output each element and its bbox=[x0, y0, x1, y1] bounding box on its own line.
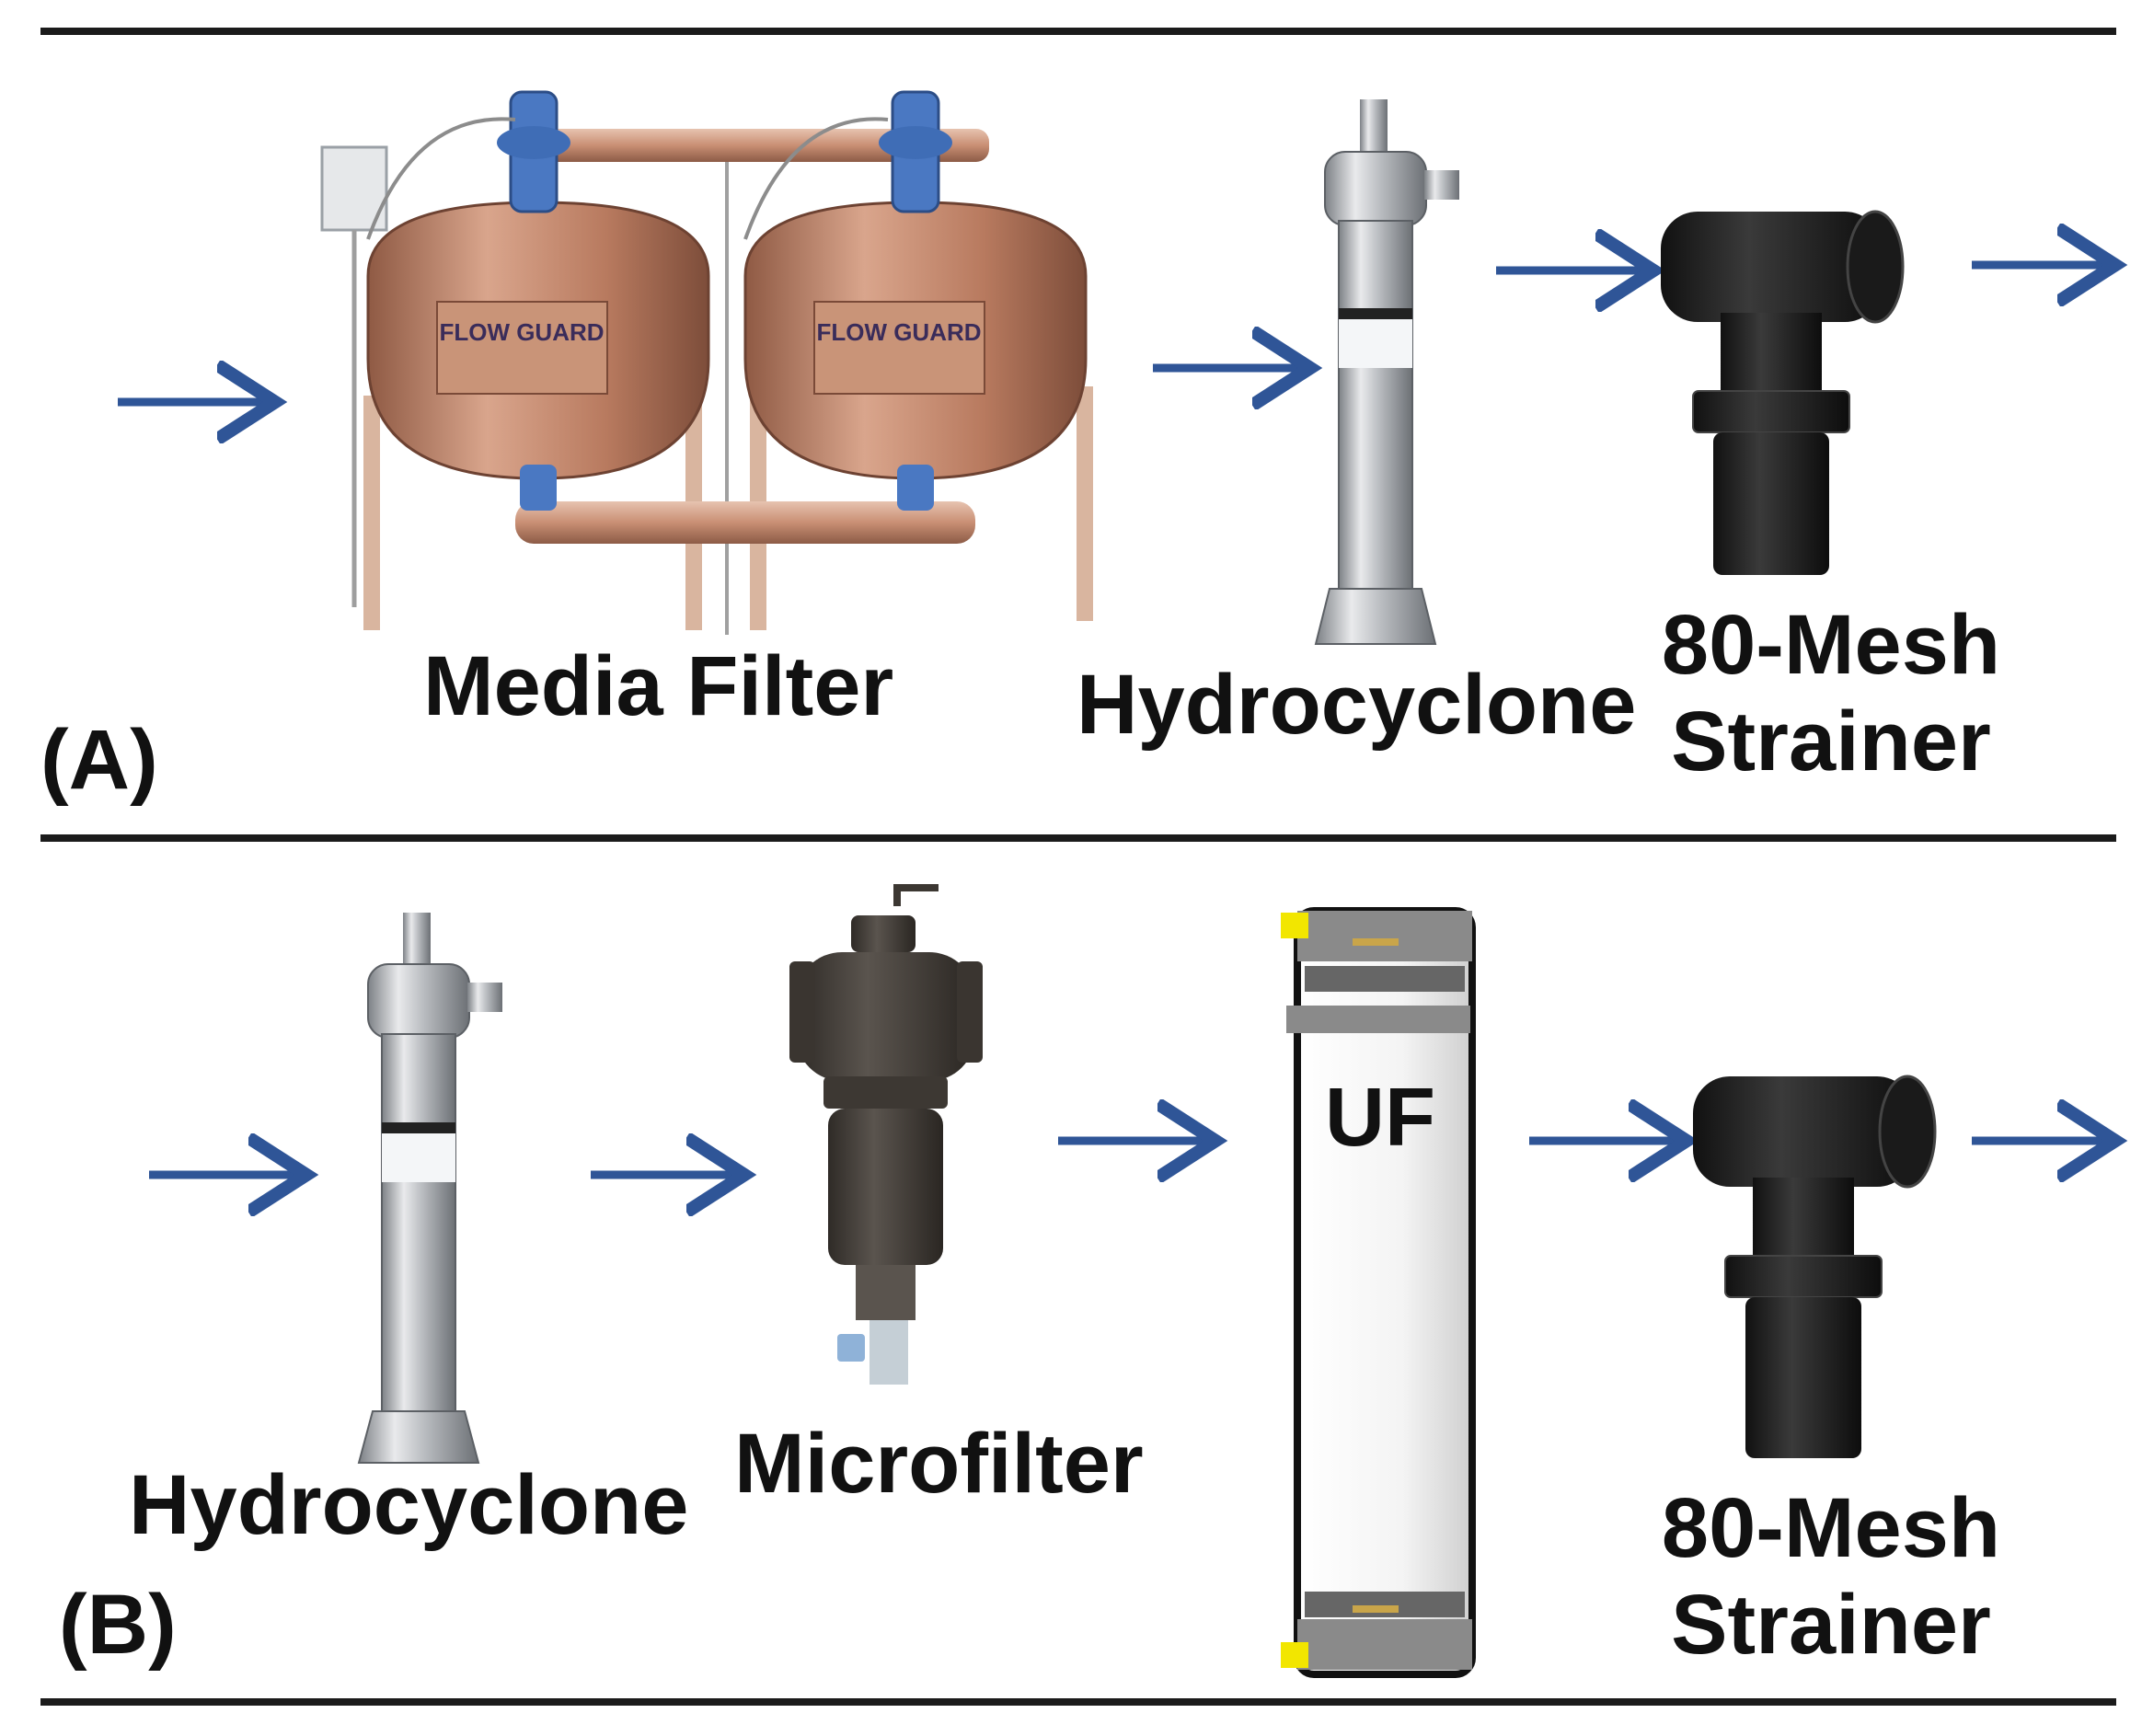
strainer-a-label-line1: 80-Mesh bbox=[1661, 598, 2001, 692]
tank-brand-1: FLOW GUARD bbox=[439, 318, 604, 346]
media-filter-tanks-icon: FLOW GUARD FLOW GUARD bbox=[320, 90, 1093, 635]
hydrocyclone-b-icon bbox=[357, 913, 502, 1464]
panel-b-label: (B) bbox=[59, 1578, 177, 1672]
mesh-strainer-b-icon bbox=[1693, 1075, 1937, 1458]
hydrocyclone-b-label: Hydrocyclone bbox=[129, 1458, 689, 1552]
hydrocyclone-a-icon bbox=[1314, 99, 1459, 645]
media-filter-label: Media Filter bbox=[423, 639, 894, 733]
strainer-b-label-line1: 80-Mesh bbox=[1661, 1481, 2001, 1575]
mesh-strainer-a-icon bbox=[1661, 210, 1905, 575]
bottom-rule bbox=[40, 1698, 2116, 1706]
strainer-a-label-line2: Strainer bbox=[1671, 695, 1991, 788]
microfilter-label: Microfilter bbox=[734, 1417, 1144, 1511]
tank-brand-2: FLOW GUARD bbox=[816, 318, 981, 346]
top-rule bbox=[40, 28, 2116, 35]
middle-rule bbox=[40, 834, 2116, 842]
microfilter-icon bbox=[789, 884, 983, 1385]
hydrocyclone-a-label: Hydrocyclone bbox=[1077, 658, 1637, 752]
uf-label: UF bbox=[1325, 1072, 1435, 1164]
panel-a-label: (A) bbox=[40, 713, 158, 807]
uf-module-icon bbox=[1281, 907, 1476, 1678]
strainer-b-label-line2: Strainer bbox=[1671, 1578, 1991, 1672]
